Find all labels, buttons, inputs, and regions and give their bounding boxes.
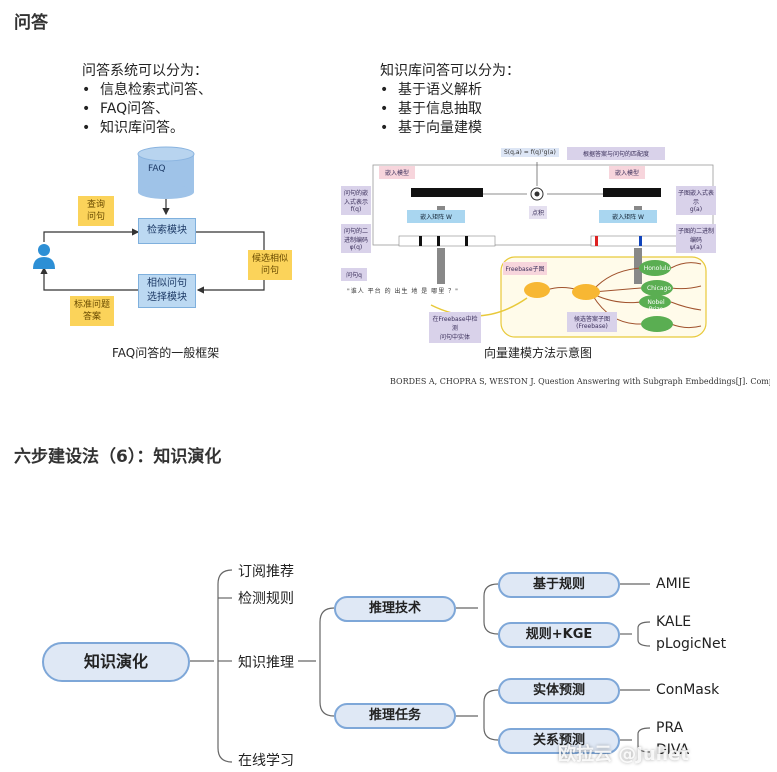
score-formula: S(q,a) = f(q)ᵀg(a) bbox=[501, 148, 559, 157]
method-diva: DIVA bbox=[656, 742, 690, 758]
user-icon bbox=[33, 244, 55, 269]
candidate-questions: 候选相似 问句 bbox=[248, 250, 292, 280]
answer-vector bbox=[603, 188, 661, 197]
vector-diagram-lines bbox=[372, 162, 714, 338]
section-title: 六步建设法（6）：知识演化 bbox=[14, 447, 222, 467]
freebase-note: 在Freebase中检测 问句中实体 bbox=[429, 312, 481, 343]
qa-types-intro: 问答系统可以分为： bbox=[82, 63, 208, 79]
question-label: 问句q bbox=[341, 268, 367, 281]
mindmap-lines bbox=[190, 569, 651, 763]
answer-node: Chicago bbox=[646, 285, 672, 292]
subgraph-note: 候选答案子图 (Freebase) bbox=[567, 312, 617, 332]
relation-prediction-node: 关系预测 bbox=[498, 728, 620, 754]
mindmap-branch: 检测规则 bbox=[238, 591, 294, 607]
reasoning-tech-node: 推理技术 bbox=[334, 596, 456, 622]
rule-kge-node: 规则+KGE bbox=[498, 622, 620, 648]
question-text: "谁人 平台 的 出生 地 是 哪里 ？" bbox=[347, 288, 459, 295]
answer-node: Honolulu bbox=[643, 265, 671, 272]
faq-db-label: FAQ bbox=[148, 164, 166, 174]
mindmap-branch: 在线学习 bbox=[238, 753, 294, 769]
retrieval-module: 检索模块 bbox=[138, 218, 196, 244]
kbqa-type-item: 基于语义解析 bbox=[380, 81, 520, 100]
reasoning-task-node: 推理任务 bbox=[334, 703, 456, 729]
mindmap-root: 知识演化 bbox=[42, 642, 190, 682]
method-conmask: ConMask bbox=[656, 682, 720, 698]
qa-type-item: 信息检索式问答、 bbox=[82, 81, 212, 100]
select-module: 相似问句 选择模块 bbox=[138, 274, 196, 308]
faq-caption: FAQ问答的一般框架 bbox=[112, 346, 220, 360]
watermark: 欧拉云 @Juliet bbox=[558, 744, 689, 765]
dot-product-label: 点积 bbox=[529, 206, 547, 219]
faq-diagram-lines bbox=[40, 146, 265, 294]
q-vec-note: 问句的嵌入式表示 f(q) bbox=[341, 186, 371, 215]
method-kale: KALE bbox=[656, 614, 692, 630]
qa-type-item: 知识库问答。 bbox=[82, 119, 212, 138]
a-vec-note: 子图嵌入式表示 g(a) bbox=[676, 186, 716, 215]
answer-node: Nobel Prize bbox=[647, 299, 665, 313]
q-embed-model: 嵌入模型 bbox=[379, 166, 415, 179]
a-sparse-note: 子图的二进制编码 ψ(a) bbox=[676, 224, 716, 253]
method-pra: PRA bbox=[656, 720, 684, 736]
method-amie: AMIE bbox=[656, 576, 691, 592]
qa-type-item: FAQ问答、 bbox=[82, 100, 212, 119]
mindmap-branch: 订阅推荐 bbox=[238, 564, 294, 580]
qa-types-list: 问答系统可以分为： 信息检索式问答、 FAQ问答、 知识库问答。 bbox=[82, 62, 212, 138]
q-sparse-note: 问句的二进制编码 φ(q) bbox=[341, 224, 371, 253]
standard-answer: 标准问题 答案 bbox=[70, 296, 114, 326]
kbqa-types-list: 知识库问答可以分为： 基于语义解析 基于信息抽取 基于向量建模 bbox=[380, 62, 520, 138]
freebase-label: Freebase子图 bbox=[503, 262, 547, 275]
question-vector bbox=[411, 188, 483, 197]
vector-diagram: S(q,a) = f(q)ᵀg(a) 根据答案与问句的匹配度 嵌入模型 嵌入模型… bbox=[341, 140, 746, 343]
kbqa-type-item: 基于向量建模 bbox=[380, 119, 520, 138]
entity-prediction-node: 实体预测 bbox=[498, 678, 620, 704]
top-title: 问答 bbox=[14, 13, 48, 33]
q-embedding-matrix: 嵌入矩阵 W bbox=[407, 210, 465, 223]
rule-based-node: 基于规则 bbox=[498, 572, 620, 598]
kbqa-type-item: 基于信息抽取 bbox=[380, 100, 520, 119]
score-note: 根据答案与问句的匹配度 bbox=[567, 147, 665, 160]
kbqa-types-intro: 知识库问答可以分为： bbox=[380, 63, 520, 79]
method-plogicnet: pLogicNet bbox=[656, 636, 727, 652]
citation: BORDES A, CHOPRA S, WESTON J. Question A… bbox=[390, 377, 770, 386]
a-embedding-matrix: 嵌入矩阵 W bbox=[599, 210, 657, 223]
mindmap-branch: 知识推理 bbox=[238, 655, 294, 671]
vector-caption: 向量建模方法示意图 bbox=[484, 346, 593, 360]
a-embed-model: 嵌入模型 bbox=[609, 166, 645, 179]
query-label: 查询 问句 bbox=[78, 196, 114, 226]
